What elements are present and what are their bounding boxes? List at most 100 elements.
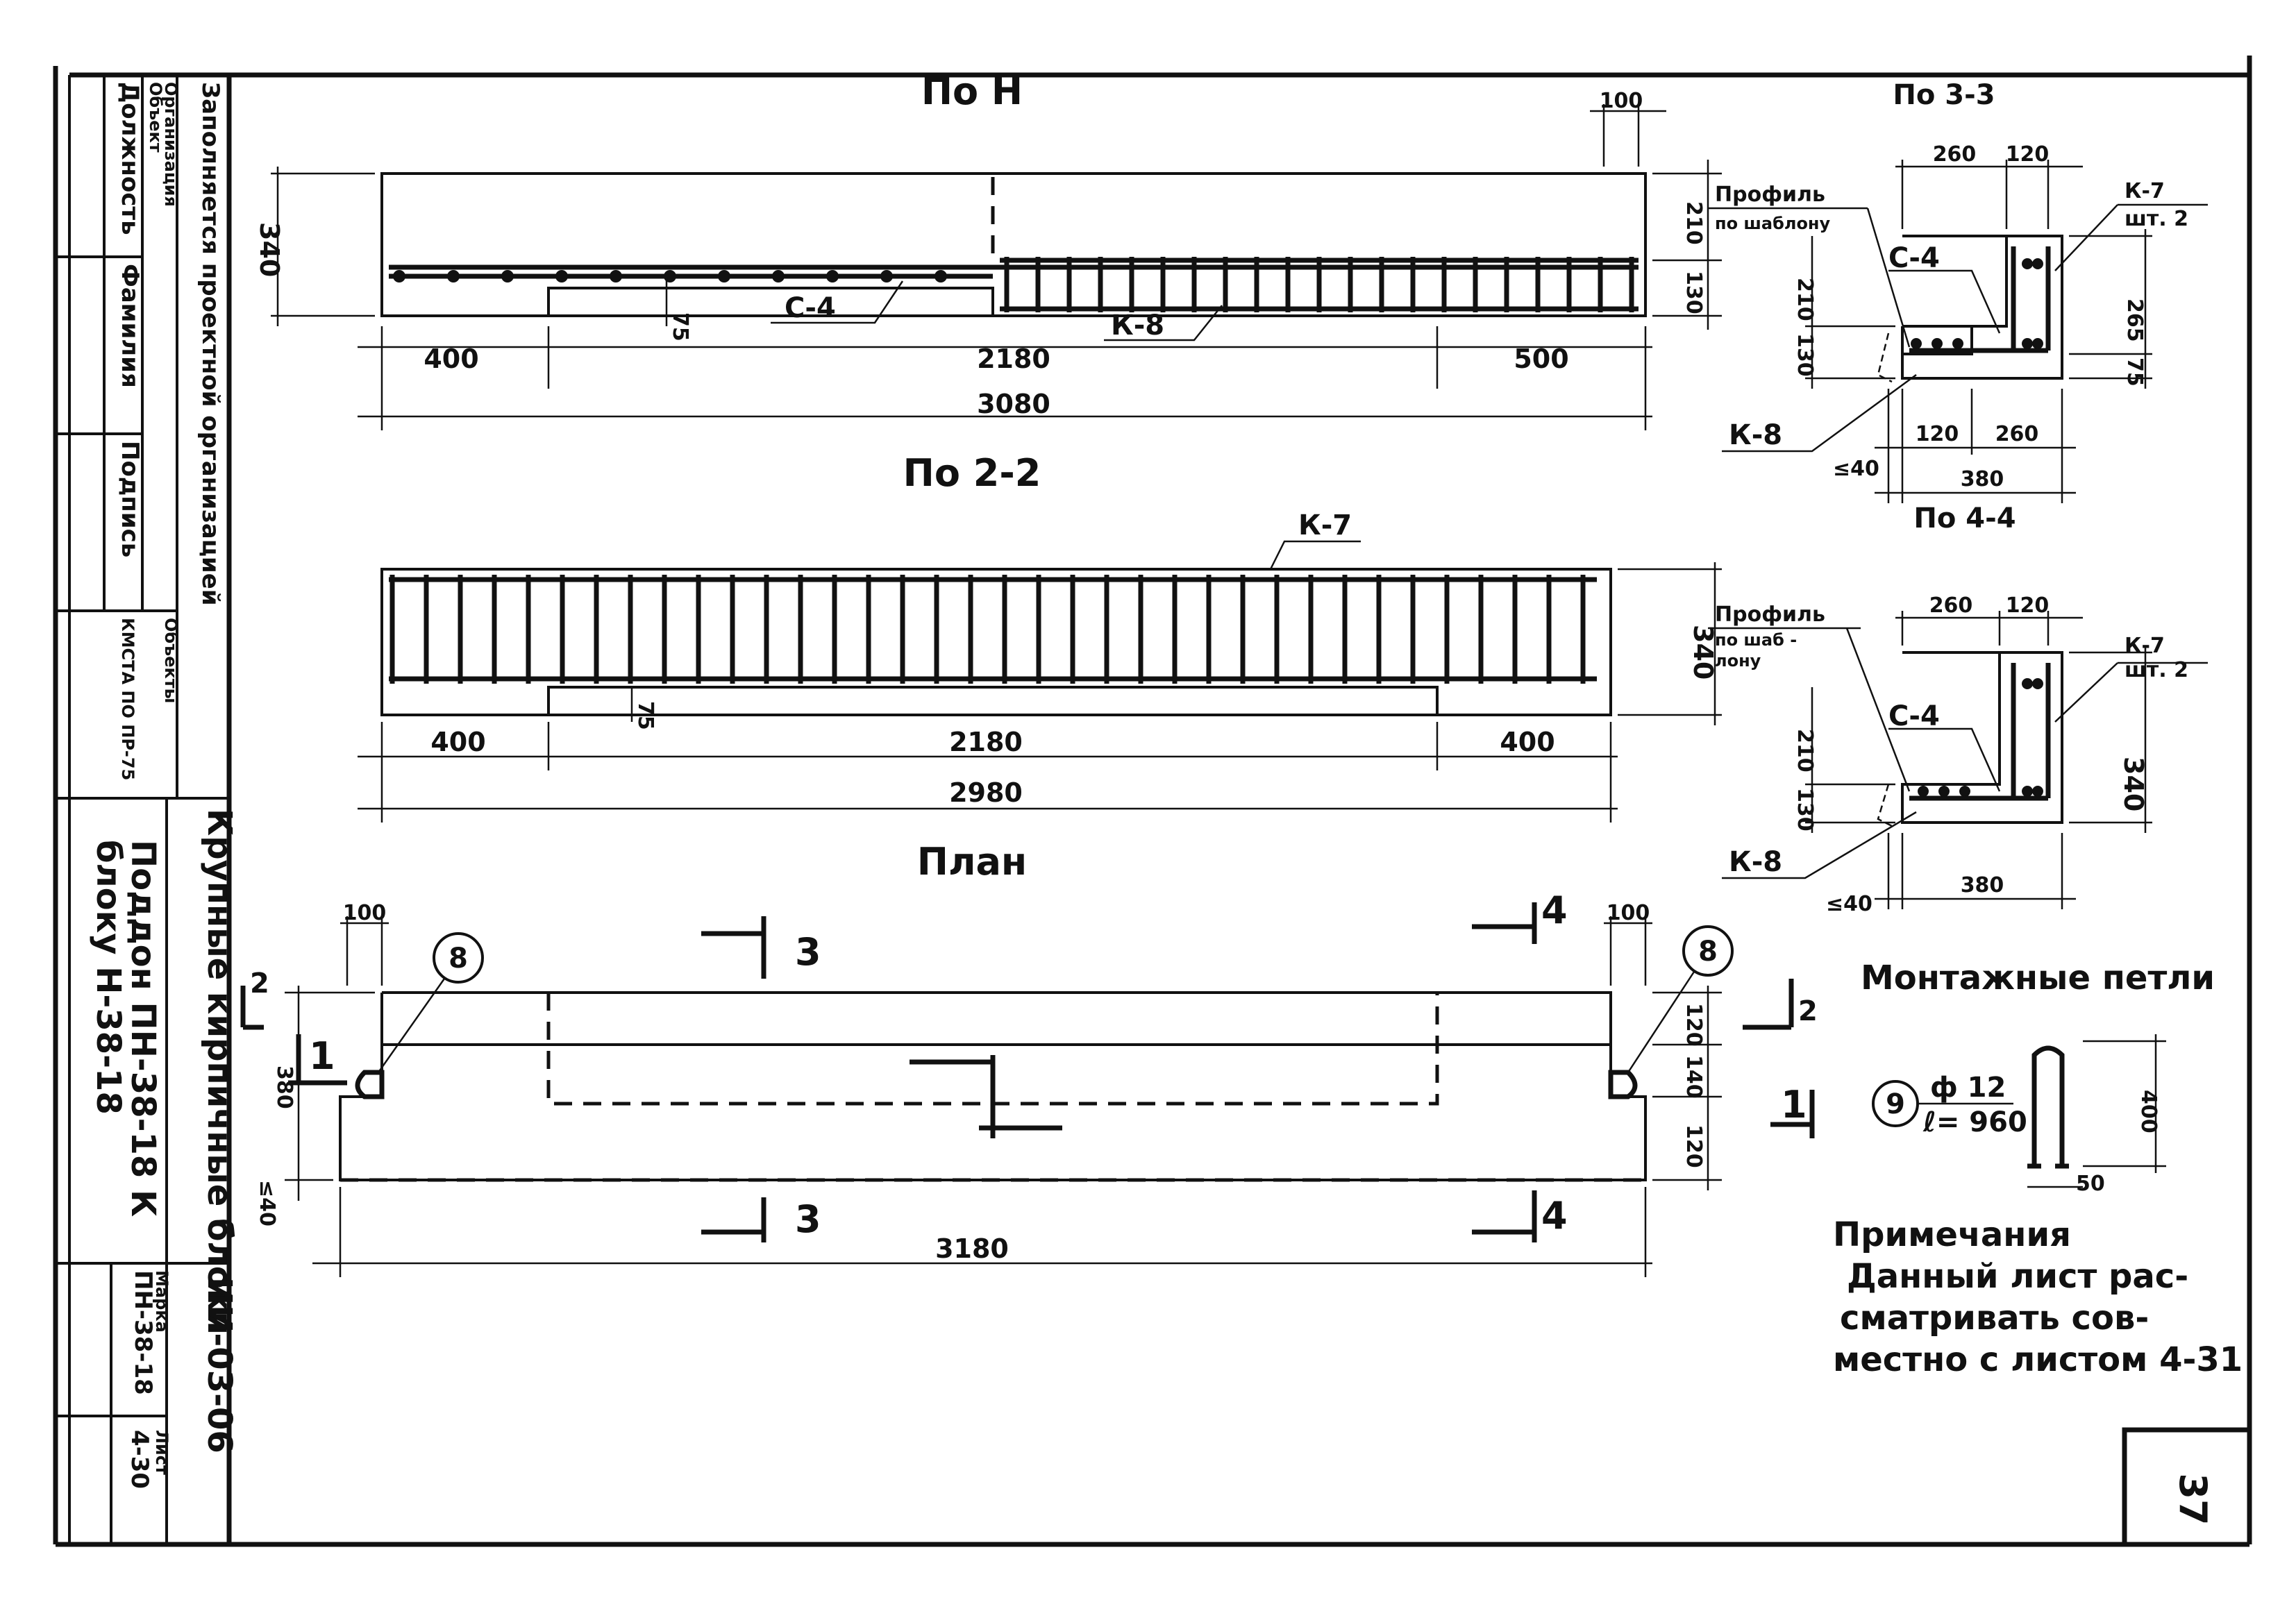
stamp-objects: Объекты — [161, 618, 181, 703]
stamp-series: Крупные кирпичные блоки — [200, 809, 239, 1335]
view-p33-title: По 3-3 — [1893, 79, 1995, 111]
plan-balloon-8b: 8 — [1698, 936, 1718, 968]
notes-line-1: Данный лист рас- — [1847, 1257, 2188, 1296]
plan-dim-100b: 100 — [1607, 901, 1650, 925]
plan-dim-100a: 100 — [343, 901, 387, 925]
p33-dim-120: 120 — [2006, 142, 2050, 167]
rebar-dot — [555, 270, 568, 283]
pon-dim-h340: 340 — [254, 222, 285, 277]
pon-stirrups — [1004, 257, 1634, 312]
p22-dim-2180: 2180 — [949, 727, 1023, 757]
view-pon-title: По Н — [921, 69, 1023, 113]
plan-section-1-right: 1 — [1781, 1083, 1807, 1127]
pon-label-k8: К-8 — [1111, 310, 1164, 342]
page-number: 37 — [2171, 1473, 2215, 1525]
view-plan-title: План — [917, 840, 1028, 884]
p44-dim-h130: 130 — [1793, 788, 1817, 832]
stamp-fill-by: Заполняется проектной организацией — [196, 82, 224, 606]
notes-heading: Примечания — [1833, 1215, 2071, 1254]
rebar-dot — [501, 270, 514, 283]
rebar-dot — [880, 270, 893, 283]
p44-dim-b380: 380 — [1961, 873, 2004, 897]
stamp-signature: Подпись — [116, 441, 144, 557]
stamp-code: ИИ-03-06 — [200, 1277, 239, 1453]
plan-section-3-bottom: 3 — [795, 1197, 821, 1241]
stamp-mark-value: ПН-38-18 — [129, 1270, 157, 1395]
rebar-dot — [610, 270, 622, 283]
plan-section-4-bottom: 4 — [1541, 1194, 1568, 1238]
stamp-object: Объект — [146, 82, 165, 153]
notes-line-2: сматривать сов- — [1840, 1299, 2149, 1338]
p33-profile: Профиль — [1715, 183, 1825, 207]
pon-dim-3080: 3080 — [977, 389, 1050, 419]
p44-label-c4: С-4 — [1888, 700, 1940, 732]
pon-label-c4: С-4 — [785, 292, 836, 324]
p44-template-1: по шаб - — [1715, 630, 1797, 650]
p33-dim-b380: 380 — [1961, 467, 2004, 491]
page-number-box: 37 — [2122, 1427, 2249, 1544]
plan-section-4-top: 4 — [1541, 888, 1568, 932]
plan-section-1-left: 1 — [309, 1034, 335, 1078]
pon-rebar-dots — [393, 270, 947, 283]
stamp-part-name-1: Поддон ПН-38-18 К — [124, 840, 162, 1217]
rebar-dot — [718, 270, 730, 283]
notes-line-3: местно с листом 4-31 — [1833, 1340, 2243, 1379]
loops-title: Монтажные петли — [1861, 959, 2215, 997]
pon-dim-500: 500 — [1514, 344, 1568, 374]
plan-dim-h140: 140 — [1682, 1055, 1706, 1099]
loops-dim-50: 50 — [2076, 1172, 2105, 1196]
stamp-surname: Фамилия — [116, 264, 144, 388]
notes: Примечания Данный лист рас- сматривать с… — [1833, 1215, 2243, 1379]
p33-dim-260: 260 — [1933, 142, 1977, 167]
view-p22-title: По 2-2 — [903, 451, 1041, 495]
plan-dim-h120b: 120 — [1682, 1124, 1706, 1168]
p44-dim-260: 260 — [1929, 593, 1973, 618]
view-p44-title: По 4-4 — [1913, 503, 2016, 534]
p33-dim-h75: 75 — [2122, 357, 2147, 387]
view-pon: По Н С-4 К-8 75 400 2180 500 3080 — [254, 69, 1722, 430]
p33-dim-h265: 265 — [2122, 298, 2147, 342]
plan-dim-h380: 380 — [272, 1065, 296, 1109]
p22-dim-400b: 400 — [1500, 727, 1555, 757]
sheet-frame — [53, 56, 2252, 1547]
view-plan: План 8 8 3 3 4 4 2 — [240, 840, 1734, 1277]
p22-dim-h75: 75 — [633, 701, 657, 730]
pon-dim-h75: 75 — [668, 312, 692, 342]
p44-label-sht2: шт. 2 — [2125, 658, 2188, 682]
p22-dim-400a: 400 — [430, 727, 485, 757]
stamp-part-name-2: блоку Н-38-18 — [89, 840, 128, 1115]
lifting-loops: Монтажные петли 9 ф 12 ℓ= 960 400 50 — [1861, 959, 2215, 1196]
p33-dim-h210: 210 — [1793, 278, 1817, 321]
p33-dim-le40: ≤40 — [1833, 457, 1879, 481]
rebar-dot — [826, 270, 839, 283]
stamp-mark-label: Марка — [152, 1270, 171, 1333]
p33-dim-b260: 260 — [1995, 422, 2039, 446]
plan-section-2-right: 2 — [1798, 995, 1818, 1027]
plan-section-3-top: 3 — [795, 930, 821, 974]
loops-mark: 9 — [1886, 1088, 1905, 1120]
loops-dim-400: 400 — [2136, 1090, 2161, 1133]
p33-dim-b120: 120 — [1916, 422, 1959, 446]
stamp-sheet-value: 4-30 — [126, 1430, 153, 1489]
plan-section-2-left: 2 — [250, 968, 269, 1000]
stamp-position: Должность — [116, 82, 144, 235]
pon-dim-h130: 130 — [1682, 271, 1706, 314]
plan-dim-le40: ≤40 — [255, 1180, 279, 1226]
plan-dim-h120a: 120 — [1682, 1003, 1706, 1047]
view-p22: По 2-2 К-7 75 400 2180 400 2980 340 — [358, 451, 1722, 823]
p44-dim-h210: 210 — [1793, 729, 1817, 773]
rebar-dot — [772, 270, 785, 283]
loops-length: ℓ= 960 — [1922, 1106, 2027, 1138]
rebar-dot — [447, 270, 460, 283]
p33-label-sht2: шт. 2 — [2125, 207, 2188, 231]
stamp-sheet-label: Лист — [152, 1430, 171, 1475]
pon-dim-2180: 2180 — [977, 344, 1050, 374]
plan-dim-3180: 3180 — [935, 1233, 1009, 1264]
pon-dim-400: 400 — [424, 344, 478, 374]
view-p33: По 3-3 Профиль по шаблону С-4 К-7 шт. 2 … — [1708, 79, 2208, 534]
loops-diameter: ф 12 — [1930, 1072, 2006, 1104]
stamp-org: Организация — [161, 82, 181, 207]
p22-dim-2980: 2980 — [949, 777, 1023, 808]
